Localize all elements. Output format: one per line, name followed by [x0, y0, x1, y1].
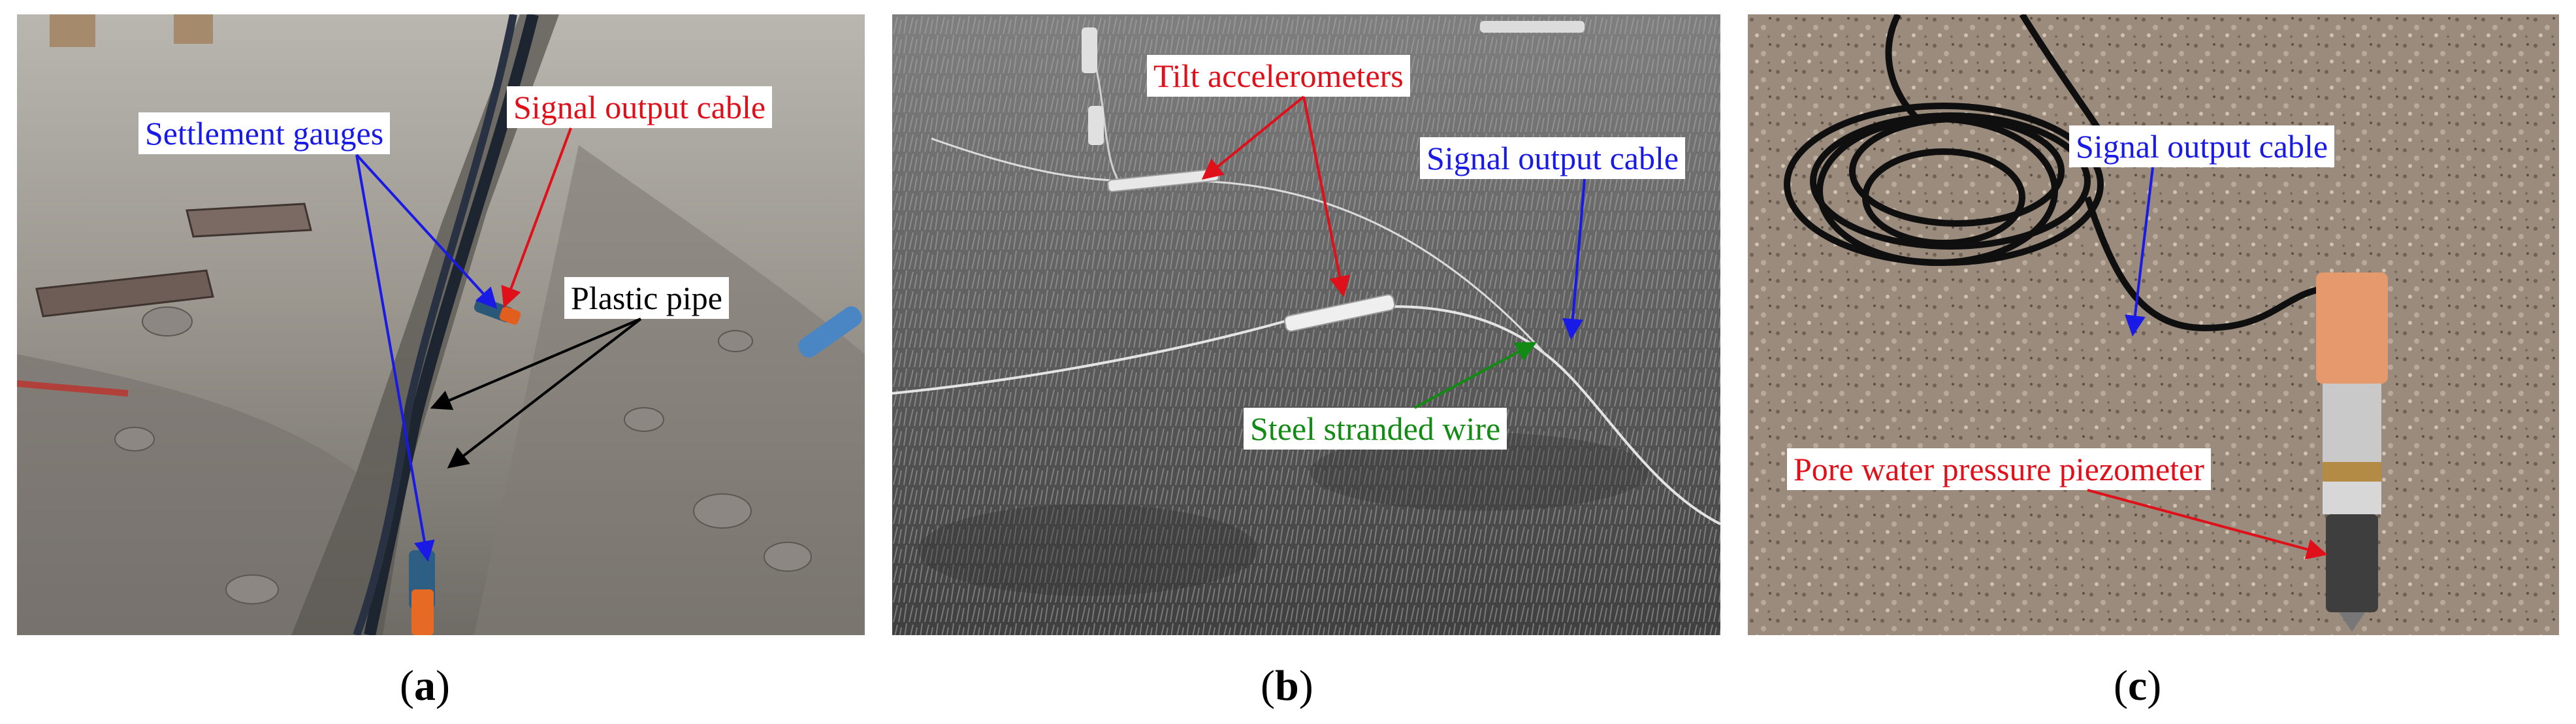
caption-a: (a)	[400, 660, 450, 712]
label-signal-output-cable-c: Signal output cable	[2069, 125, 2335, 167]
caption-open-paren: (	[1261, 662, 1275, 710]
caption-close-paren: )	[1298, 662, 1313, 710]
caption-open-paren: (	[2114, 662, 2128, 710]
caption-letter: a	[413, 662, 436, 710]
caption-letter: b	[1274, 662, 1299, 710]
caption-open-paren: (	[400, 662, 414, 710]
label-settlement-gauges: Settlement gauges	[138, 112, 391, 154]
caption-letter: c	[2127, 662, 2148, 710]
caption-close-paren: )	[2147, 662, 2162, 710]
caption-c: (c)	[2114, 660, 2161, 712]
label-signal-output-cable-b: Signal output cable	[1420, 137, 1686, 179]
piezometer-gravel-photo	[1748, 14, 2559, 635]
label-steel-stranded-wire: Steel stranded wire	[1244, 408, 1507, 450]
photo-panel-c: Signal output cable Pore water pressure …	[1748, 14, 2559, 635]
caption-b: (b)	[1261, 660, 1313, 712]
tilt-accelerometer-grass-photo	[892, 14, 1720, 635]
caption-close-paren: )	[435, 662, 450, 710]
label-pore-water-pressure-piezometer: Pore water pressure piezometer	[1787, 448, 2211, 490]
photo-panel-a: Settlement gauges Signal output cable Pl…	[17, 14, 865, 635]
label-plastic-pipe: Plastic pipe	[564, 277, 729, 319]
label-signal-output-cable-a: Signal output cable	[507, 86, 773, 128]
photo-panel-b: Tilt accelerometers Signal output cable …	[892, 14, 1720, 635]
label-tilt-accelerometers: Tilt accelerometers	[1147, 55, 1410, 97]
